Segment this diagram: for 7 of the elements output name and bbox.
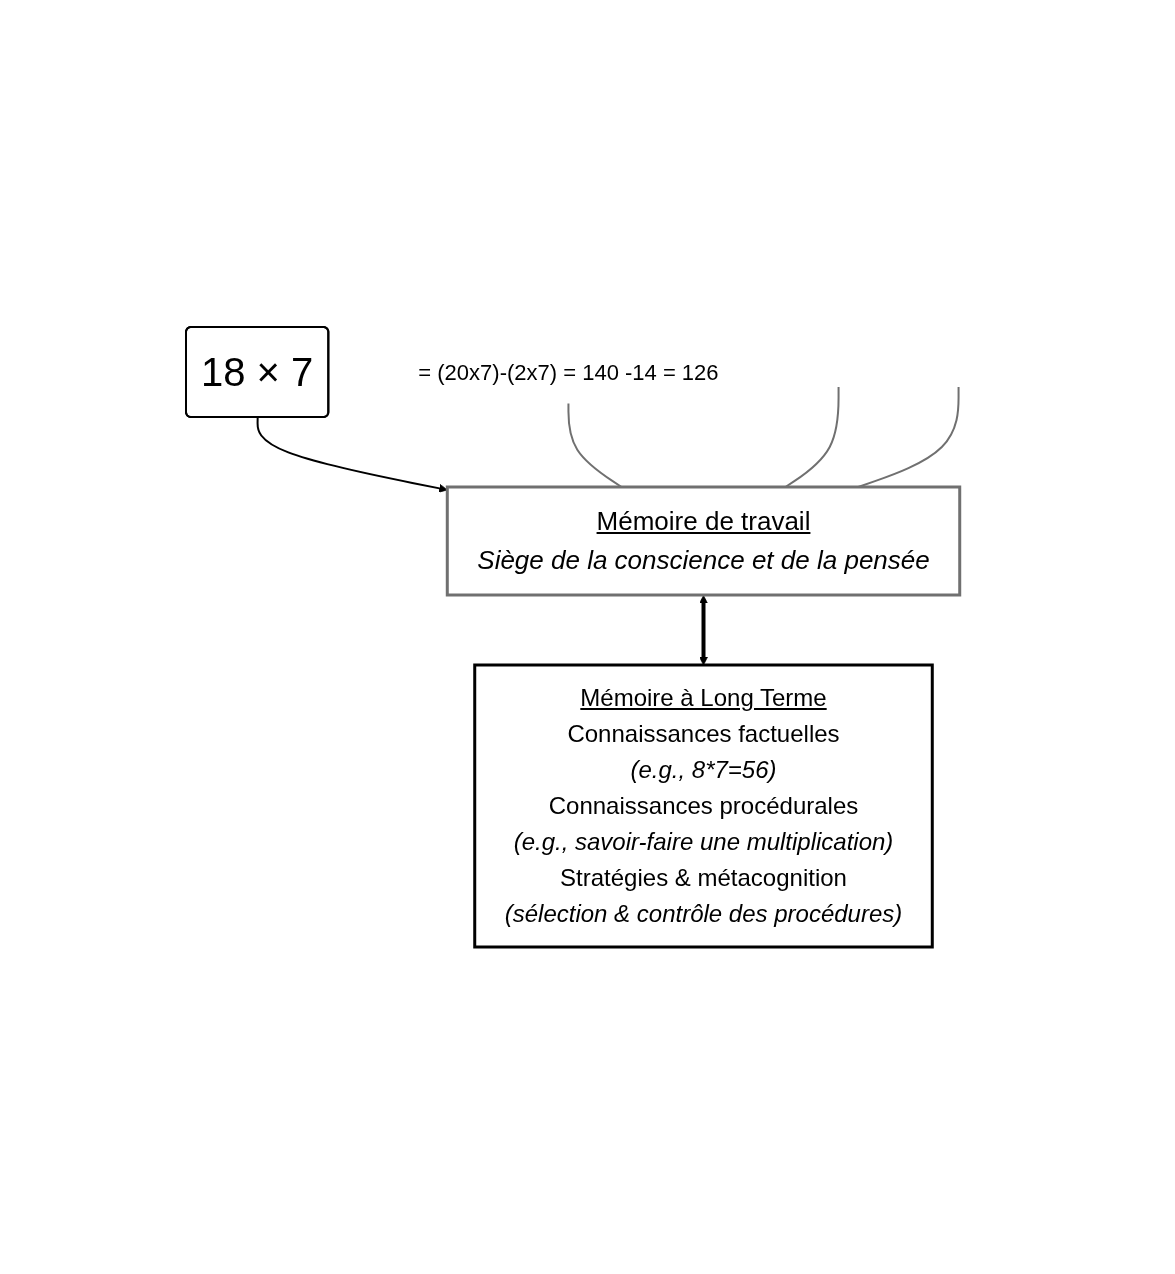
node-text: = (20x7)-(2x7) = 140 -14 = 126 bbox=[418, 359, 719, 385]
arrow bbox=[699, 595, 709, 666]
arrow bbox=[256, 416, 448, 493]
connector bbox=[567, 402, 623, 488]
node-box: Mémoire à Long Terme Connaissances factuelles (e.g., 8*7=56) Connaissances procédurales (e.g., savoir-faire une multiplication) Stratégies & métacognition (sélection & contrôle des procédures) bbox=[473, 663, 934, 949]
connector bbox=[784, 386, 840, 488]
node-box: Mémoire de travail Siège de la conscience et de la pensée bbox=[446, 485, 962, 597]
